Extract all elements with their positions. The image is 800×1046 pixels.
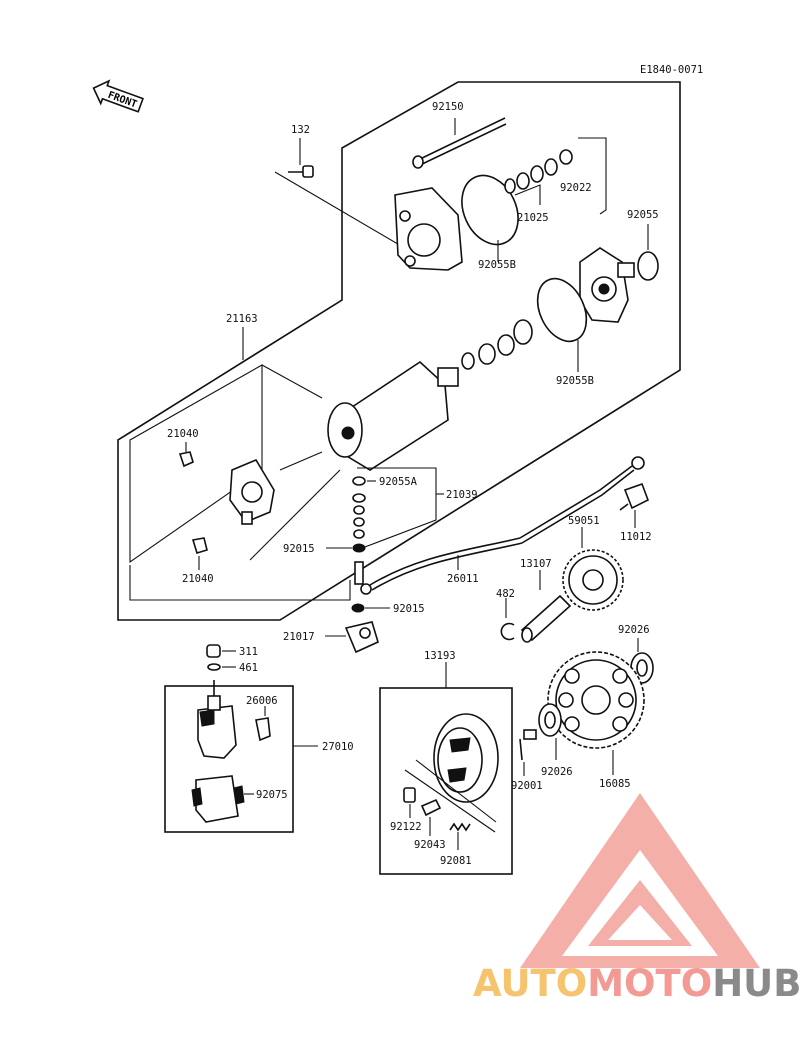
motor-yoke-part <box>327 360 459 471</box>
o-ring-part <box>461 174 519 246</box>
nut-part <box>351 603 365 613</box>
clutch-bolt-part <box>519 729 537 761</box>
label-92043: 92043 <box>414 839 446 851</box>
label-92055B-mid: 92055B <box>556 375 594 387</box>
shim-set-part <box>461 319 533 370</box>
label-92150: 92150 <box>432 101 464 113</box>
label-26006: 26006 <box>246 695 278 707</box>
starter-assembly-outline <box>117 81 681 621</box>
relay-fuse-part <box>255 717 271 742</box>
starter-relay-box <box>164 685 294 833</box>
o-ring-mid-part <box>536 277 588 343</box>
brush-top-part <box>178 451 194 468</box>
one-way-clutch-part <box>433 713 499 803</box>
label-92022: 92022 <box>560 182 592 194</box>
label-21040-top: 21040 <box>167 428 199 440</box>
brush-holder-part <box>229 458 275 525</box>
automotohub-logo-icon <box>520 793 760 968</box>
starter-cable-part <box>360 456 645 595</box>
label-21163: 21163 <box>226 313 258 325</box>
label-482: 482 <box>496 588 515 600</box>
label-27010: 27010 <box>322 741 354 753</box>
label-92055B-top: 92055B <box>478 259 516 271</box>
label-21039: 21039 <box>446 489 478 501</box>
label-21017: 21017 <box>283 631 315 643</box>
gear-shaft-part <box>520 594 572 643</box>
terminal-cap-part <box>344 621 379 654</box>
circlip-part <box>500 622 515 641</box>
label-92015-b: 92015 <box>393 603 425 615</box>
front-arrow-icon: FRONT <box>92 79 144 113</box>
roller-part <box>403 787 416 803</box>
rear-cover-part <box>394 187 463 271</box>
spring-part <box>449 822 471 832</box>
label-92075: 92075 <box>256 789 288 801</box>
label-92055: 92055 <box>627 209 659 221</box>
terminal-stack-part <box>352 476 366 585</box>
relay-cap-nut-part <box>206 644 221 658</box>
label-92055A: 92055A <box>379 476 418 488</box>
label-21040-bottom: 21040 <box>182 573 214 585</box>
pin-part <box>420 798 442 817</box>
starter-clutch-gear-part <box>547 651 645 749</box>
relay-cover-part <box>191 775 245 823</box>
label-59051: 59051 <box>568 515 600 527</box>
front-label: FRONT <box>106 90 138 111</box>
watermark-hub: HUB <box>712 962 800 1005</box>
rubber-boot-part <box>619 482 650 511</box>
label-92001: 92001 <box>511 780 543 792</box>
washer-set-part <box>504 149 573 194</box>
label-92015-a: 92015 <box>283 543 315 555</box>
label-92026-bottom: 92026 <box>541 766 573 778</box>
label-26011: 26011 <box>447 573 479 585</box>
label-11012: 11012 <box>620 531 652 543</box>
through-bolt-part <box>412 117 507 169</box>
label-16085: 16085 <box>599 778 631 790</box>
watermark-moto: MOTO <box>587 962 713 1005</box>
watermark-auto: AUTO <box>473 962 588 1005</box>
label-132: 132 <box>291 124 310 136</box>
starter-relay-part <box>197 680 237 759</box>
label-13107: 13107 <box>520 558 552 570</box>
label-92122: 92122 <box>390 821 422 833</box>
label-21025: 21025 <box>517 212 549 224</box>
label-461: 461 <box>239 662 258 674</box>
idle-gear-part <box>562 549 624 611</box>
label-13193: 13193 <box>424 650 456 662</box>
o-ring-small-part <box>637 251 659 281</box>
diagram-code: E1840-0071 <box>640 64 703 76</box>
front-cover-part <box>579 247 635 323</box>
brush-bottom-part <box>191 537 208 554</box>
relay-washer-part <box>207 663 221 671</box>
inner-group-outline <box>129 364 263 564</box>
automotohub-watermark-text: AUTOMOTOHUB <box>473 962 800 1005</box>
label-311: 311 <box>239 646 258 658</box>
label-92081: 92081 <box>440 855 472 867</box>
screw-part <box>288 165 314 178</box>
label-92026-top: 92026 <box>618 624 650 636</box>
